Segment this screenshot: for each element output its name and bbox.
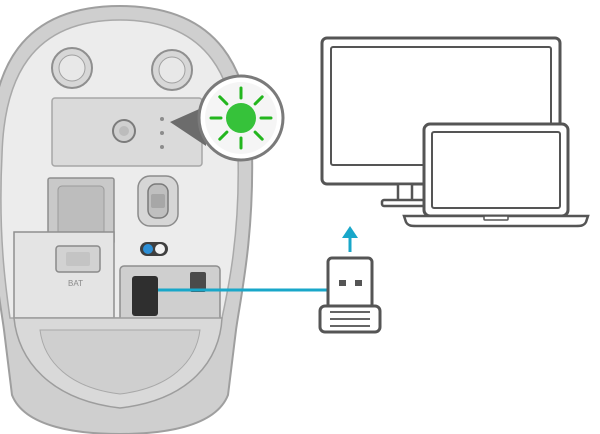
laptop-base — [402, 214, 590, 228]
receiver-plug-hole-left — [339, 280, 346, 286]
mouse-foot-right-inner — [158, 56, 186, 84]
connect-button-center — [119, 126, 129, 136]
power-toggle-knob — [143, 244, 153, 254]
receiver-plug — [326, 256, 374, 310]
led-ray — [253, 130, 264, 141]
led-green-light — [226, 103, 256, 133]
battery-slot-left — [57, 185, 105, 239]
receiver-plug-hole-right — [355, 280, 362, 286]
battery-door-latch-inner — [66, 252, 90, 266]
arrow-head — [342, 226, 358, 238]
led-callout-pointer — [170, 106, 206, 146]
laptop-screen — [431, 131, 561, 209]
mouse-foot-left-inner — [58, 54, 86, 82]
channel-dot-3 — [160, 145, 164, 149]
led-indicator-icon — [197, 74, 285, 162]
receiver-storage-slot — [132, 276, 158, 316]
monitor-stand-base — [380, 198, 430, 208]
channel-dot-1 — [160, 117, 164, 121]
laptop-notch — [483, 215, 509, 221]
mouse-lower-skirt-inner — [39, 329, 201, 395]
battery-door — [13, 231, 115, 319]
usb-receiver-icon — [318, 256, 382, 334]
led-ray — [218, 95, 229, 106]
battery-door-label: BAT — [68, 279, 83, 288]
channel-dot-2 — [160, 131, 164, 135]
led-ray — [218, 130, 229, 141]
led-light-rays — [209, 86, 273, 150]
switch-knob — [151, 194, 165, 208]
led-ray — [253, 95, 264, 106]
power-toggle-knob-right — [155, 244, 165, 254]
arrow-up-icon — [342, 226, 358, 252]
receiver-storage-tab — [190, 272, 206, 292]
mouse-underside: BAT — [0, 4, 254, 434]
laptop-icon — [402, 122, 590, 228]
